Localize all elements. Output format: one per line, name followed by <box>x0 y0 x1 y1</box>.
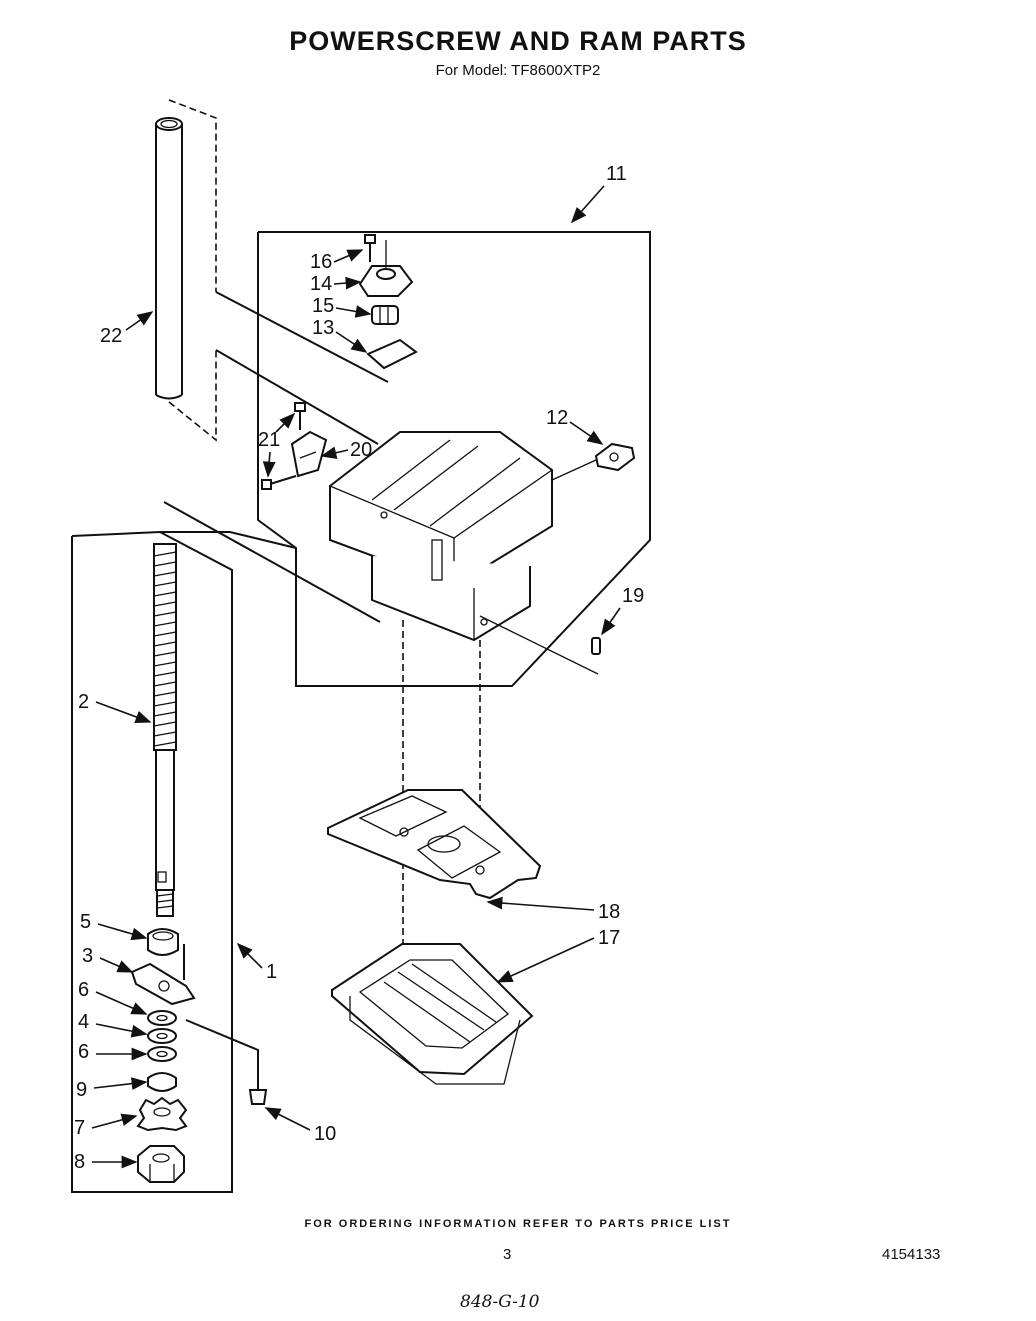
leader-line <box>163 501 381 623</box>
svg-text:13: 13 <box>312 317 334 339</box>
part-10-bolt <box>248 1064 268 1105</box>
svg-text:1: 1 <box>266 961 277 983</box>
leader-line <box>215 349 379 445</box>
svg-text:17: 17 <box>598 927 620 949</box>
callout-15: 15 <box>312 295 372 318</box>
part-5-bushing <box>147 928 179 956</box>
svg-text:22: 22 <box>100 325 122 347</box>
part-16-screw <box>364 234 376 262</box>
callout-1: 1 <box>236 942 277 983</box>
callout-19: 19 <box>601 585 644 636</box>
svg-text:2: 2 <box>78 691 89 713</box>
callout-21: 21 <box>258 412 296 478</box>
svg-text:14: 14 <box>310 273 332 295</box>
document-number: 4154133 <box>882 1246 941 1263</box>
callout-17: 17 <box>496 927 620 983</box>
part-15-nut <box>371 305 399 325</box>
part-1-boundary <box>71 530 233 1193</box>
callout-14: 14 <box>310 273 362 295</box>
callout-2: 2 <box>78 691 152 724</box>
callout-3: 3 <box>82 945 134 973</box>
callout-10: 10 <box>264 1107 336 1145</box>
svg-text:20: 20 <box>350 439 372 461</box>
svg-text:16: 16 <box>310 251 332 273</box>
handwritten-code: 848-G-10 <box>460 1292 540 1312</box>
leader-line <box>160 531 297 549</box>
svg-text:4: 4 <box>78 1011 89 1033</box>
callout-16: 16 <box>310 249 364 273</box>
svg-text:15: 15 <box>312 295 334 317</box>
callout-6-upper: 6 <box>78 979 148 1015</box>
callout-5: 5 <box>80 911 148 941</box>
svg-text:18: 18 <box>598 901 620 923</box>
part-11-boundary <box>257 231 651 687</box>
svg-text:10: 10 <box>314 1123 336 1145</box>
callout-8: 8 <box>74 1151 138 1173</box>
svg-text:7: 7 <box>74 1117 85 1139</box>
page-number: 3 <box>503 1246 512 1263</box>
page-title: POWERSCREW AND RAM PARTS <box>289 26 747 56</box>
part-13-plate <box>366 338 418 370</box>
svg-text:11: 11 <box>606 163 627 185</box>
svg-text:19: 19 <box>622 585 644 607</box>
callout-7: 7 <box>74 1113 138 1139</box>
svg-text:9: 9 <box>76 1079 87 1101</box>
part-9-spacer <box>147 1072 177 1092</box>
svg-text:6: 6 <box>78 979 89 1001</box>
housing-block <box>329 431 553 642</box>
leader-line <box>215 291 389 383</box>
callout-22: 22 <box>100 311 154 347</box>
callout-12: 12 <box>546 407 604 445</box>
leader-line <box>479 615 599 675</box>
part-18-plate <box>327 789 542 900</box>
part-3-plate <box>130 962 196 1006</box>
part-6-washer-lower <box>147 1046 177 1062</box>
part-4-washer <box>147 1028 177 1044</box>
part-12-clip <box>594 442 636 472</box>
callout-6-lower: 6 <box>78 1041 148 1063</box>
callout-18: 18 <box>486 896 620 923</box>
svg-text:21: 21 <box>258 429 280 451</box>
part-19-pin <box>591 637 601 655</box>
callout-13: 13 <box>312 317 368 353</box>
svg-text:12: 12 <box>546 407 568 429</box>
ordering-note: FOR ORDERING INFORMATION REFER TO PARTS … <box>304 1218 732 1230</box>
part-17-tray <box>331 943 534 1085</box>
part-20-clip <box>290 430 328 478</box>
svg-text:8: 8 <box>74 1151 85 1173</box>
part-14-bracket <box>358 240 414 297</box>
callout-11: 11 <box>570 163 627 224</box>
svg-text:5: 5 <box>80 911 91 933</box>
part-7-sprocket <box>136 1096 188 1132</box>
callout-20: 20 <box>320 439 372 461</box>
callout-9: 9 <box>76 1077 148 1101</box>
part-8-nut <box>137 1145 185 1183</box>
part-21-screws <box>261 402 306 490</box>
part-6-washer-upper <box>147 1010 177 1026</box>
model-subtitle: For Model: TF8600XTP2 <box>435 62 601 79</box>
leader-line <box>551 459 597 481</box>
svg-text:3: 3 <box>82 945 93 967</box>
part-22-tube <box>155 99 217 442</box>
svg-text:6: 6 <box>78 1041 89 1063</box>
callout-4: 4 <box>78 1011 148 1038</box>
leader-line <box>185 1019 259 1064</box>
part-2-powerscrew <box>153 543 177 917</box>
